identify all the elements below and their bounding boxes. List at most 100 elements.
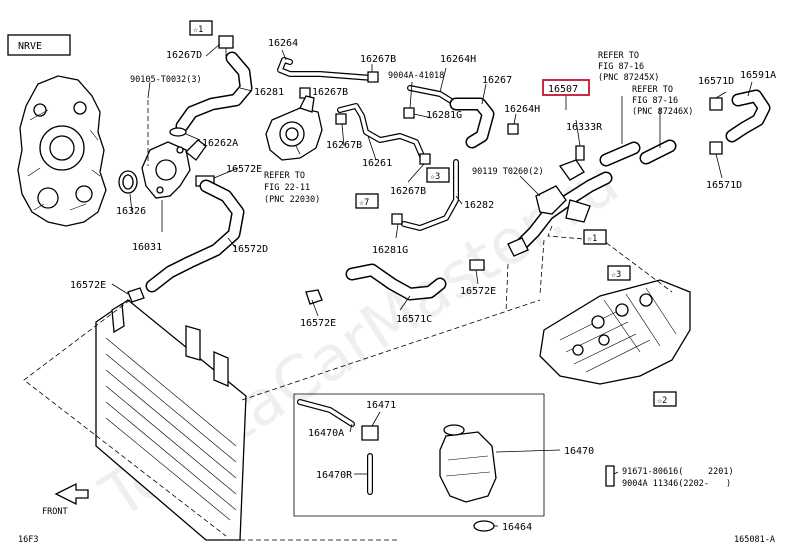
label-16572e-a: 16572E [226,164,262,175]
hose-16267[interactable] [449,97,495,149]
svg-text:(PNC 87245X): (PNC 87245X) [598,73,659,83]
cap-16471[interactable] [361,425,379,441]
svg-text:REFER TO: REFER TO [632,85,673,95]
label-16281g-a: 16281G [426,110,462,121]
water-outlet-16507[interactable] [507,159,613,257]
svg-text:(PNC 22030): (PNC 22030) [264,195,320,205]
water-inlet-housing-16031[interactable] [141,139,207,199]
svg-text:(PNC 87246X): (PNC 87246X) [632,107,693,117]
label-16264h-b: 16264H [504,104,540,115]
marker-star3b: ☆3 [607,265,631,281]
label-16571d-a: 16571D [698,76,734,87]
svg-text:FIG 87-16: FIG 87-16 [632,96,678,106]
label-90105: 90105-T0032(3) [130,75,202,85]
svg-text:☆1: ☆1 [587,234,597,244]
label-16281g-b: 16281G [372,245,408,256]
selected-part-highlight[interactable]: 16507 [542,79,590,96]
overflow-hose-16470a[interactable] [297,399,355,427]
clamp-16267d[interactable] [218,35,234,56]
svg-text:☆2: ☆2 [657,396,667,406]
label-16281: 16281 [254,87,284,98]
clamp-16267b-star3[interactable] [419,153,431,165]
figure-id: 165081-A [734,535,775,545]
marker-star7: ☆7 [355,193,379,209]
label-16470a: 16470A [308,428,344,439]
label-16267b-c: 16267B [326,140,362,151]
label-91671: 91671-80616( [622,467,683,477]
engine-code-box: NRVE [7,34,71,56]
label-16031: 16031 [132,242,162,253]
reference-fig87-246x[interactable]: REFER TO FIG 87-16 (PNC 87246X) [632,85,693,117]
clamp-16571d-low[interactable] [709,141,723,155]
label-9004a-41018: 9004A-41018 [388,71,444,81]
clamp-16264h-right[interactable] [507,123,519,135]
hose-16281[interactable] [175,51,253,133]
hose-16264h-top[interactable] [407,85,459,107]
label-9004a-11346: 9004A 11346(2202- [622,479,709,489]
heater-hose-87245x[interactable] [599,141,641,167]
front-label: FRONT [42,507,68,517]
bracket-16464[interactable] [473,520,495,532]
marker-star3: ☆3 [426,167,450,183]
hose-16572d[interactable] [145,179,245,293]
hose-16264[interactable] [277,57,375,81]
clamp-16281g-top[interactable] [403,107,415,119]
label-16264h-a: 16264H [440,54,476,65]
sensor-16333r[interactable] [575,145,585,161]
label-16470: 16470 [564,446,594,457]
label-16572e-b: 16572E [70,280,106,291]
dashed-guides [23,100,673,541]
marker-star1b: ☆1 [583,229,607,245]
label-16464: 16464 [502,522,532,533]
label-16267b-b: 16267B [312,87,348,98]
label-16267b-a: 16267B [360,54,396,65]
hose-16571c[interactable] [345,263,447,301]
label-16572d: 16572D [232,244,268,255]
bolt-91671[interactable] [605,465,615,487]
clamp-16571d-top[interactable] [709,97,723,111]
page-reference: 16F3 [18,535,38,545]
svg-text:REFER TO: REFER TO [598,51,639,61]
clamp-16267b-top[interactable] [367,71,379,83]
clamp-16572e-right[interactable] [469,259,485,271]
reference-fig22[interactable]: REFER TO FIG 22-11 (PNC 22030) [264,171,320,205]
clamp-16267b-low[interactable] [335,113,347,125]
label-16267d: 16267D [166,50,202,61]
heater-hose-87246x[interactable] [639,139,677,165]
label-16572e-c: 16572E [460,286,496,297]
throttle-body-unit[interactable] [265,95,323,161]
cylinder-head[interactable] [539,279,691,385]
label-16326: 16326 [116,206,146,217]
label-16591a: 16591A [740,70,776,81]
engine-code-label: NRVE [18,41,42,52]
marker-star2: ☆2 [653,391,677,407]
gasket-16326[interactable] [118,170,138,194]
hose-16282[interactable] [401,159,459,231]
front-arrow: FRONT [42,482,89,517]
svg-text:☆7: ☆7 [359,198,369,208]
reservoir-tank-16470[interactable] [439,424,497,503]
reference-fig87-245x[interactable]: REFER TO FIG 87-16 (PNC 87245X) [598,51,659,83]
clamp-16281g-low[interactable] [391,213,403,225]
label-16282: 16282 [464,200,494,211]
engine-front-cover[interactable] [17,75,107,227]
clamp-16572e-mid[interactable] [305,289,323,305]
clamp-16262a[interactable] [169,127,187,137]
label-16261: 16261 [362,158,392,169]
svg-text:☆3: ☆3 [611,270,621,280]
hose-16261[interactable] [337,103,425,159]
part-labels: 16267D 16264 16267B 16264H 16267 16571D … [18,38,776,545]
svg-text:REFER TO: REFER TO [264,171,305,181]
label-16471: 16471 [366,400,396,411]
label-16571d-b: 16571D [706,180,742,191]
label-9004a-range: ) [726,479,731,489]
clamp-16572e-left[interactable] [127,287,145,303]
label-16571c: 16571C [396,314,432,325]
svg-text:FIG 87-16: FIG 87-16 [598,62,644,72]
hose-16591a[interactable] [725,89,771,143]
selected-part-number: 16507 [548,84,578,95]
label-16267b-d: 16267B [390,186,426,197]
reservoir-detail-box [293,393,545,517]
marker-star1: ☆1 [189,20,213,36]
